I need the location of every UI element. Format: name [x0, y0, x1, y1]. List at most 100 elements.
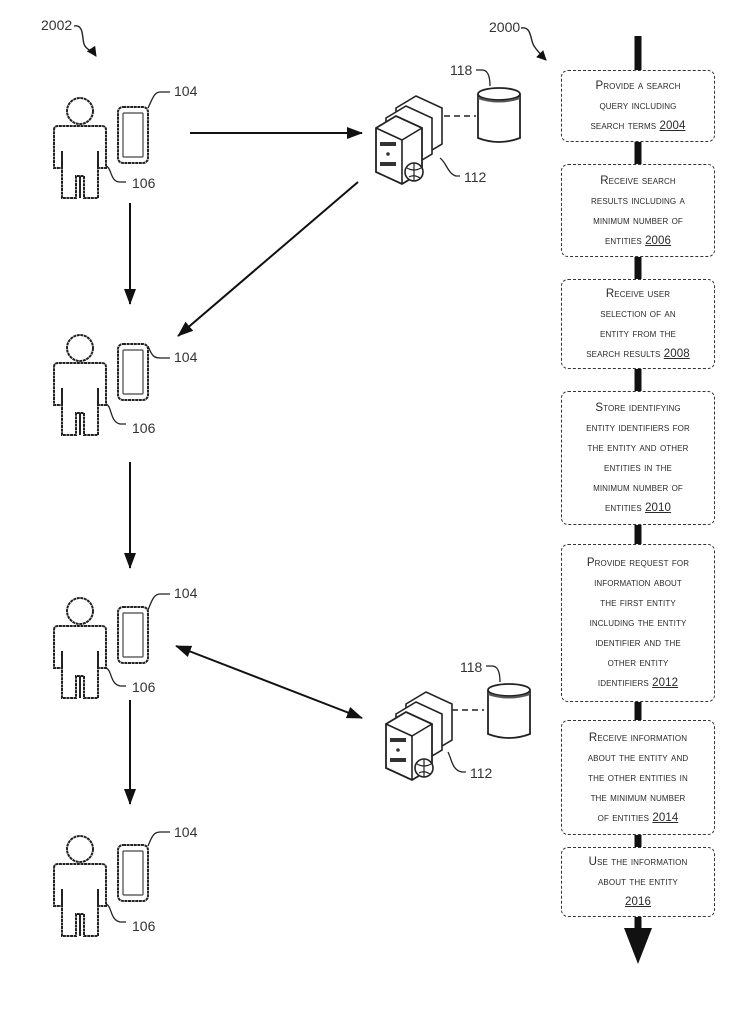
process-step-2006: Receive search results including a minimum…: [561, 164, 715, 257]
step-text: entity identifiers for: [586, 422, 690, 434]
person-icon: [53, 97, 107, 199]
step-text: identifier and the: [595, 637, 681, 649]
process-ref-label: 2000: [489, 19, 520, 35]
step-ref-number: 2010: [645, 502, 672, 514]
device-ref-label: 104: [174, 349, 198, 365]
phone-icon: [117, 106, 149, 164]
database-ref-label: 118: [460, 659, 483, 675]
phone-icon: [117, 343, 149, 401]
step-text-line: selection of an: [600, 304, 675, 324]
server-ref-label: 112: [470, 765, 493, 781]
step-text-line: about the entity and: [588, 748, 688, 768]
step-text: results including a: [591, 194, 685, 207]
phone-icon: [117, 606, 149, 664]
step-text-line: Receive user: [606, 284, 670, 304]
process-step-2014: Receive information about the entity and t…: [561, 720, 715, 835]
step-text: the first entity: [600, 597, 676, 609]
step-text: identifiers: [597, 677, 649, 689]
step-text: Use the information: [588, 856, 688, 868]
step-text-line: the first entity: [600, 593, 676, 613]
process-end-arrow-icon: [624, 928, 652, 964]
device-ref-label: 104: [174, 83, 198, 99]
step-text: the other entities in: [588, 771, 688, 784]
process-step-2010: Store identifying entity identifiers for t…: [561, 391, 715, 525]
phone-icon: [117, 844, 149, 902]
step-ref-number: 2006: [645, 234, 672, 247]
process-step-2008: Receive user selection of an entity from t…: [561, 279, 715, 369]
step-text: entities: [604, 502, 642, 514]
device-ref-label: 104: [174, 824, 198, 840]
user-group-4: 104 106: [53, 824, 198, 937]
arrow-bidirectional: [175, 645, 363, 719]
person-icon: [53, 597, 107, 699]
step-text-line: the minimum number: [591, 788, 686, 808]
user-ref-label: 106: [132, 679, 156, 695]
step-text: other entity: [607, 657, 669, 669]
step-text-line: of entities 2014: [598, 808, 679, 828]
step-text-line: including the entity: [590, 613, 687, 633]
server-icon: [375, 95, 443, 185]
step-text-line: Store identifying: [595, 398, 680, 418]
step-text-line: search terms 2004: [590, 116, 685, 136]
user-group-3: 104 106: [53, 585, 198, 699]
step-ref-number: 2012: [652, 677, 679, 689]
step-text: entities in the: [604, 462, 672, 474]
step-text: including the entity: [589, 617, 687, 629]
user-ref-label: 106: [132, 175, 156, 191]
person-icon: [53, 835, 107, 937]
arrow-server-to-user: [177, 181, 359, 337]
user-group-2: 104 106: [53, 334, 198, 436]
step-text: search results: [586, 348, 661, 360]
step-ref-number: 2016: [625, 896, 651, 908]
step-text-line: identifiers 2012: [598, 673, 678, 693]
step-text: of entities: [597, 811, 650, 824]
step-ref-number: 2008: [663, 348, 690, 360]
step-text: selection of an: [600, 308, 676, 320]
process-step-2012: Provide request for information about the …: [561, 544, 715, 702]
step-text-line: Use the information: [589, 852, 688, 872]
user-flow-ref-label: 2002: [41, 17, 72, 33]
step-text-line: entities 2010: [605, 498, 671, 518]
step-text: entity from the: [600, 328, 676, 340]
step-text-line: entity from the: [600, 324, 676, 344]
step-text-line: minimum number of: [593, 478, 683, 498]
step-text: Receive user: [605, 288, 671, 300]
step-text-line: identifier and the: [595, 633, 681, 653]
step-text-line: the entity and other: [588, 438, 689, 458]
step-text-line: results including a: [591, 191, 685, 211]
step-text: query including: [599, 100, 677, 112]
step-text: Receive information: [588, 731, 688, 744]
step-text-line: entities in the: [604, 458, 672, 478]
step-text: about the entity and: [587, 751, 689, 764]
step-text-line: query including: [599, 96, 676, 116]
step-text: minimum number of: [593, 214, 683, 227]
step-text: Provide request for: [586, 557, 690, 569]
user-ref-label: 106: [132, 420, 156, 436]
step-text-line: Receive information: [589, 728, 687, 748]
step-text: Receive search: [600, 174, 676, 187]
user-group-1: 104 106: [53, 83, 198, 199]
step-text: Store identifying: [595, 402, 681, 414]
person-icon: [53, 334, 107, 436]
user-flow-reference: 2002: [41, 17, 97, 57]
step-text-line: the other entities in: [588, 768, 688, 788]
step-text-line: other entity: [608, 653, 669, 673]
device-ref-label: 104: [174, 585, 198, 601]
database-icon: [477, 87, 521, 143]
database-ref-label: 118: [450, 62, 473, 78]
step-text: Provide a search: [595, 80, 681, 92]
step-text-line: Provide request for: [587, 553, 689, 573]
step-text: entities: [604, 234, 642, 247]
step-text: the minimum number: [590, 791, 686, 804]
squiggle-arrow-icon: [73, 25, 97, 57]
step-ref-number: 2004: [659, 120, 686, 132]
step-text: information about: [594, 577, 682, 589]
database-icon: [487, 683, 531, 739]
step-text: minimum number of: [593, 482, 683, 494]
step-text-line: entity identifiers for: [586, 418, 690, 438]
squiggle-arrow-icon: [520, 27, 547, 61]
step-text-line: Provide a search: [595, 76, 680, 96]
step-text-line: information about: [594, 573, 682, 593]
server-group-bottom: 118 112: [385, 659, 531, 781]
